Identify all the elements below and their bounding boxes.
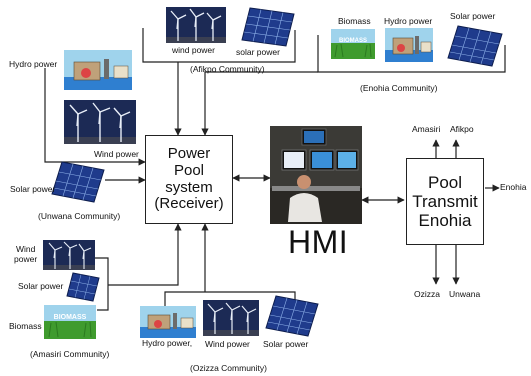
hydro-power-icon xyxy=(140,306,196,338)
wind-power-icon xyxy=(43,240,95,270)
pool-transmit-line3: Enohia xyxy=(418,211,472,231)
enohia-to-pool-arrow xyxy=(201,71,318,136)
biomass-caption: BIOMASS xyxy=(54,314,87,321)
afikpo-bracket xyxy=(142,28,296,63)
solar-panel-icon xyxy=(264,294,320,338)
output-enohia-label: Enohia xyxy=(500,182,527,192)
wind-power-icon xyxy=(166,7,226,43)
enohia-bracket xyxy=(317,35,506,73)
ozizza-hydro-label: Hydro power, xyxy=(142,338,193,348)
solar-panel-icon xyxy=(66,272,100,302)
enohia-solar-label: Solar power xyxy=(450,11,496,21)
pool-transmit-box: Pool Transmit Enohia xyxy=(406,158,484,245)
amasiri-wind-label-line2: power xyxy=(14,254,38,264)
hmi-title: HMI xyxy=(288,224,349,260)
power-pool-line1: Power xyxy=(167,144,211,162)
wind-power-icon xyxy=(64,100,136,144)
output-ozizza-label: Ozizza xyxy=(414,289,440,299)
ozizza-wind-label: Wind power xyxy=(205,339,250,349)
enohia-hydro-label: Hydro power xyxy=(384,16,433,26)
biomass-icon: BIOMASS xyxy=(44,305,96,339)
afikpo-solar-label: solar power xyxy=(236,47,280,57)
unwana-community-label: (Unwana Community) xyxy=(38,211,121,221)
ozizza-solar-label: Solar power xyxy=(263,339,309,349)
afikpo-community-label: (Afikpo Community) xyxy=(190,64,265,74)
hydro-power-icon xyxy=(64,50,132,90)
solar-panel-icon xyxy=(50,160,106,204)
power-pool-box: Power Pool system (Receiver) xyxy=(145,135,233,224)
ozizza-bracket xyxy=(164,291,296,308)
enohia-biomass-label: Biomass xyxy=(338,16,371,26)
pool-transmit-line1: Pool xyxy=(427,172,463,192)
power-pool-line2: Pool xyxy=(173,161,205,179)
output-amasiri-label: Amasiri xyxy=(412,124,441,134)
biomass-icon: BIOMASS xyxy=(331,29,375,59)
power-pool-line3: system xyxy=(165,178,213,196)
pool-transmit-line2: Transmit xyxy=(412,191,478,211)
hydro-power-icon xyxy=(385,28,433,62)
unwana-wind-label: Wind power xyxy=(94,149,139,159)
amasiri-community-label: (Amasiri Community) xyxy=(30,349,110,359)
amasiri-wind-label-line1: Wind xyxy=(16,244,36,254)
unwana-hydro-label: Hydro power xyxy=(9,59,58,69)
enohia-community-label: (Enohia Community) xyxy=(360,83,438,93)
amasiri-biomass-label: Biomass xyxy=(9,321,42,331)
solar-panel-icon xyxy=(240,6,296,48)
amasiri-bracket xyxy=(95,257,109,311)
hmi-operator-image xyxy=(270,126,362,224)
wind-power-icon xyxy=(203,300,259,336)
power-pool-line4: (Receiver) xyxy=(154,195,224,213)
amasiri-to-pool-arrow xyxy=(108,223,182,286)
afikpo-wind-label: wind power xyxy=(172,45,215,55)
biomass-caption: BIOMASS xyxy=(339,38,367,44)
output-afikpo-label: Afikpo xyxy=(450,124,474,134)
solar-panel-icon xyxy=(446,24,504,68)
ozizza-community-label: (Ozizza Community) xyxy=(190,363,267,373)
amasiri-solar-label: Solar power xyxy=(18,281,64,291)
output-unwana-label: Unwana xyxy=(449,289,481,299)
unwana-solar-label: Solar power xyxy=(10,184,56,194)
